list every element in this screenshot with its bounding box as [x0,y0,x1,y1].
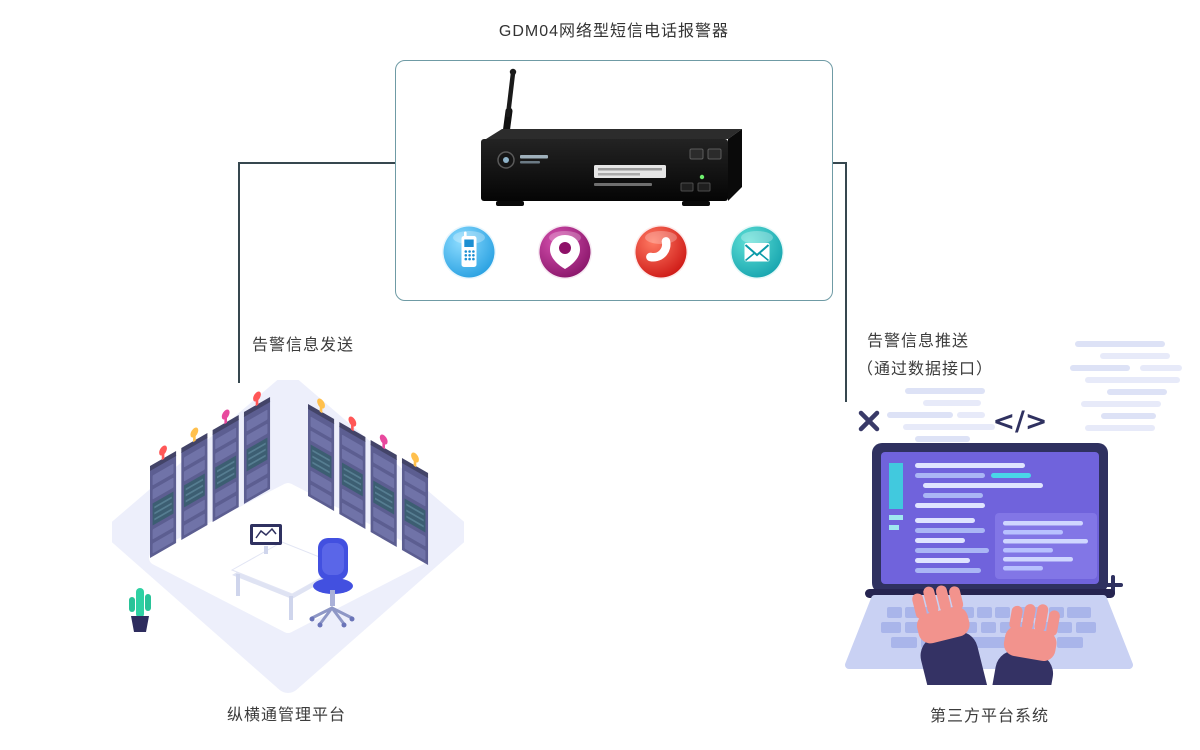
alarm-device-image [481,68,742,206]
alert-channel-icons [441,224,785,280]
connector-right-vertical [845,162,847,402]
laptop-screen [865,443,1115,598]
right-flow-label-line2: （通过数据接口） [857,361,994,378]
keyboard [845,595,1133,669]
third-party-system-illustration: </> [845,341,1182,685]
x-mark-icon [858,410,880,432]
plant [129,588,151,632]
code-tag-icon: </> [992,406,1047,437]
device-title: GDM04网络型短信电话报警器 [498,23,730,40]
left-flow-label: 告警信息发送 [252,337,355,354]
left-hand [912,585,988,685]
right-flow-label-line1: 告警信息推送 [867,333,970,350]
server-room-illustration [112,380,464,693]
background-code-bars [887,341,1182,454]
left-platform-caption: 纵横通管理平台 [227,707,347,724]
connector-left-horizontal [238,162,396,164]
connector-left-vertical [238,162,240,383]
desk [230,524,344,620]
app-push-icon [538,225,592,279]
right-hand [988,604,1060,685]
email-icon [730,225,784,279]
sms-phone-icon [442,225,496,279]
phone-call-icon [634,225,688,279]
connector-right-horizontal [832,162,847,164]
device-panel [395,60,833,301]
right-platform-caption: 第三方平台系统 [930,708,1050,725]
office-chair [309,538,355,628]
